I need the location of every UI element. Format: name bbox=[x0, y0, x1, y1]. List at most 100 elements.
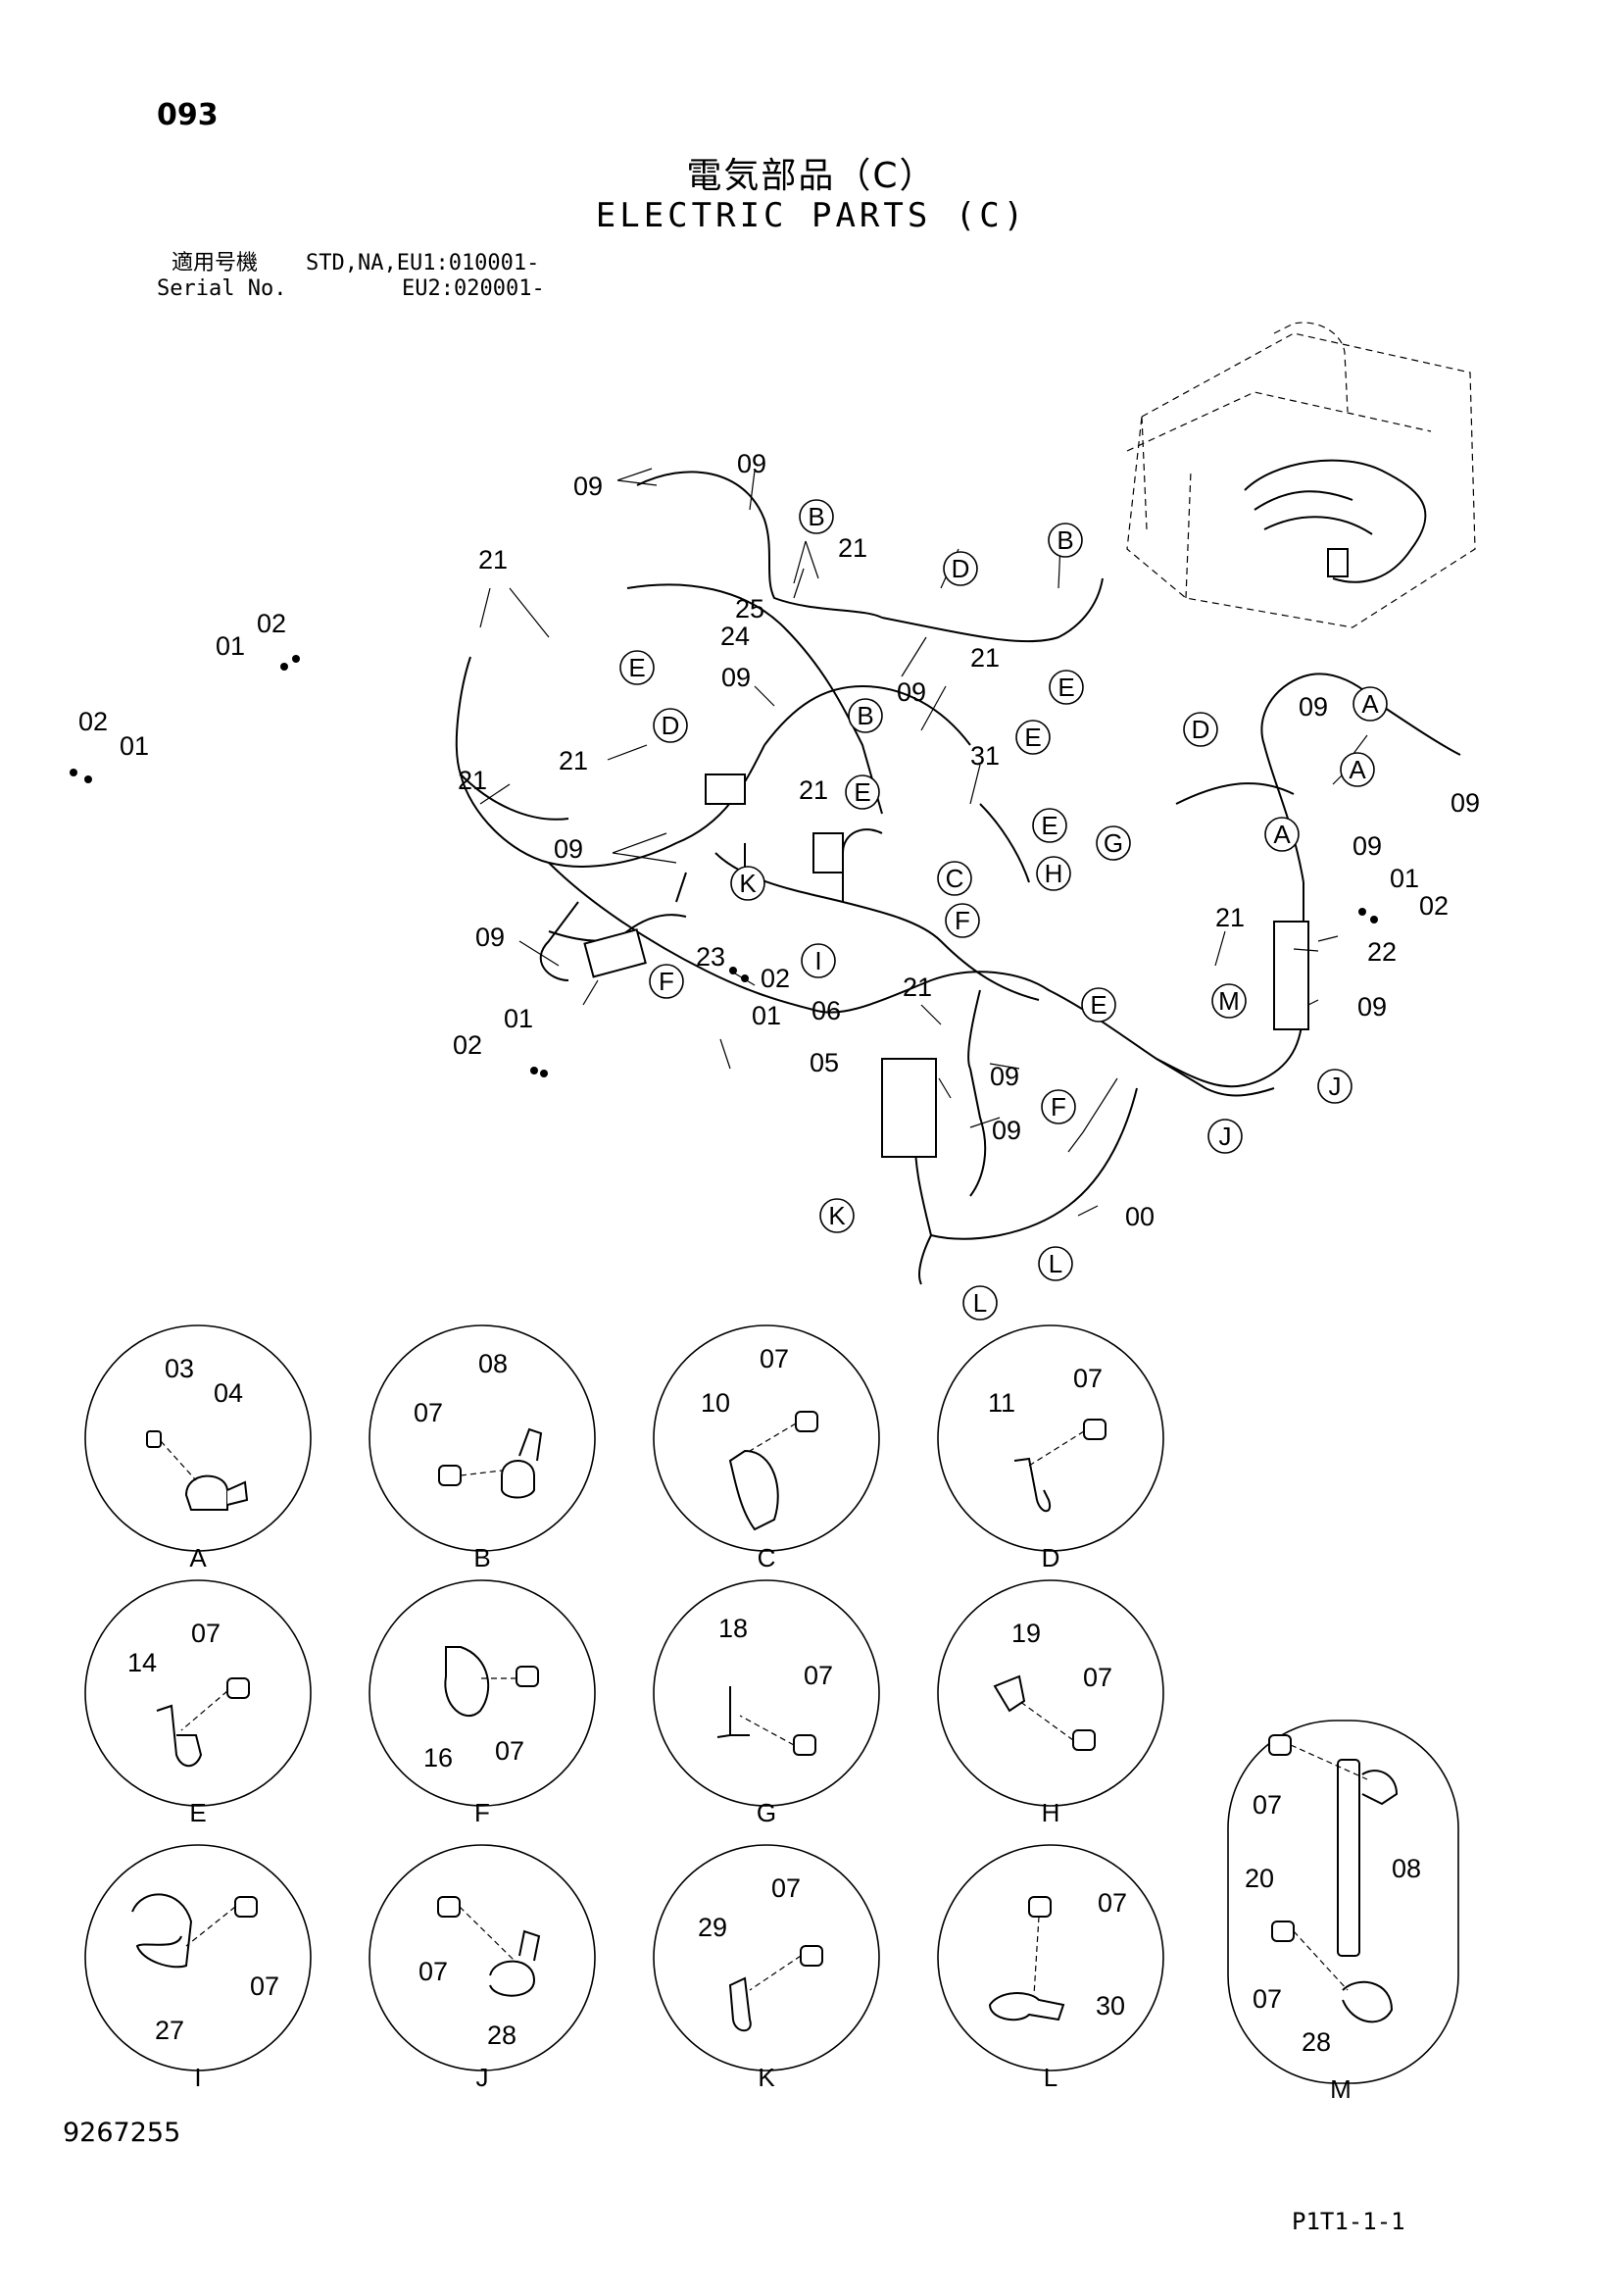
callout-p23: 01 bbox=[1390, 864, 1419, 893]
callout-p38: 00 bbox=[1125, 1202, 1155, 1231]
detail-circle-a bbox=[84, 1324, 312, 1552]
circle-letter-c10: A bbox=[1349, 755, 1366, 784]
callout-p2: 09 bbox=[737, 449, 766, 478]
detail-label-i: I bbox=[194, 2063, 201, 2092]
detail-label-a: A bbox=[189, 1543, 207, 1572]
circle-letter-texts: B B D E B E D E A A D E E A K C G H I F … bbox=[628, 502, 1379, 1318]
callout-p20: 09 bbox=[1451, 788, 1480, 818]
detail-frame-m bbox=[1227, 1720, 1459, 2084]
circle-c26 bbox=[1207, 1119, 1243, 1154]
detail-m-part-3: 20 bbox=[1245, 1864, 1274, 1893]
callout-p34: 09 bbox=[990, 1062, 1019, 1091]
circle-letter-c1: B bbox=[808, 502, 824, 531]
callout-p31: 21 bbox=[903, 973, 932, 1002]
detail-h-part-1: 19 bbox=[1011, 1619, 1041, 1648]
page-number: 093 bbox=[157, 98, 219, 132]
callout-p25: 21 bbox=[1215, 903, 1245, 932]
screw-marks bbox=[70, 655, 1378, 1077]
circle-letter-c21: F bbox=[659, 967, 674, 996]
detail-circle-g bbox=[653, 1579, 880, 1807]
circle-c8 bbox=[1015, 720, 1051, 755]
circle-letter-c14: A bbox=[1273, 820, 1291, 849]
circle-letter-c22: M bbox=[1218, 986, 1240, 1016]
circle-c2 bbox=[1048, 523, 1083, 558]
callout-p3: 21 bbox=[478, 545, 508, 574]
circle-c13 bbox=[1032, 808, 1067, 843]
circle-c3 bbox=[943, 551, 978, 586]
detail-m-part-4: 07 bbox=[1253, 1984, 1282, 2014]
circle-c22 bbox=[1211, 983, 1247, 1019]
machine-silhouette bbox=[1126, 322, 1476, 628]
callout-p14: 09 bbox=[721, 663, 751, 692]
circle-c5 bbox=[848, 698, 883, 733]
circle-letter-c3: D bbox=[952, 554, 970, 583]
callout-p28: 23 bbox=[696, 942, 725, 972]
circle-letter-c26: J bbox=[1219, 1122, 1232, 1151]
detail-label-j: J bbox=[476, 2063, 489, 2092]
circle-c7 bbox=[653, 708, 688, 743]
circle-c17 bbox=[1096, 825, 1131, 861]
detail-views bbox=[84, 1324, 1459, 2084]
callout-p18: 31 bbox=[970, 741, 1000, 771]
circle-letter-c6: E bbox=[1057, 673, 1074, 702]
circle-letter-c13: E bbox=[1041, 811, 1057, 840]
circle-c23 bbox=[1081, 987, 1116, 1023]
detail-g-part-1: 18 bbox=[718, 1614, 748, 1643]
detail-b-part-2: 07 bbox=[414, 1398, 443, 1427]
circle-letter-c18: H bbox=[1045, 859, 1063, 888]
detail-part-numbers: 03 04 08 07 07 10 07 11 07 14 16 07 18 0… bbox=[127, 1344, 1421, 2057]
page-code: P1T1-1-1 bbox=[1292, 2208, 1405, 2235]
document-number: 9267255 bbox=[63, 2118, 181, 2148]
detail-l-part-2: 30 bbox=[1096, 1991, 1125, 2021]
leader-lines bbox=[479, 468, 1368, 1217]
circle-letter-c27: K bbox=[828, 1201, 846, 1230]
callout-p19: 09 bbox=[1299, 692, 1328, 722]
callout-p13: 24 bbox=[720, 622, 750, 651]
circle-c29 bbox=[962, 1285, 998, 1321]
detail-label-l: L bbox=[1044, 2063, 1057, 2092]
detail-l-part-1: 07 bbox=[1098, 1888, 1127, 1918]
circle-c4 bbox=[619, 650, 655, 685]
detail-a-part-2: 04 bbox=[214, 1378, 243, 1408]
callout-p16: 21 bbox=[970, 643, 1000, 673]
detail-circle-f bbox=[369, 1579, 596, 1807]
title-japanese: 電気部品（C） bbox=[686, 156, 937, 196]
circle-letter-c17: G bbox=[1104, 828, 1123, 858]
callout-p9: 21 bbox=[559, 746, 588, 775]
callout-p17: 09 bbox=[897, 677, 926, 707]
callout-p26: 22 bbox=[1367, 937, 1397, 967]
circle-letter-c15: K bbox=[739, 869, 757, 898]
callout-p4: 02 bbox=[257, 609, 286, 638]
callout-p15: 21 bbox=[799, 775, 828, 805]
callout-p6: 02 bbox=[78, 707, 108, 736]
circle-c27 bbox=[819, 1198, 855, 1233]
detail-circle-i bbox=[84, 1844, 312, 2071]
circle-c18 bbox=[1036, 856, 1071, 891]
circle-letter-c28: L bbox=[1049, 1249, 1062, 1278]
serial-label-jp: 適用号機 bbox=[172, 251, 259, 275]
callout-p32: 06 bbox=[812, 996, 841, 1025]
circle-letter-c29: L bbox=[973, 1288, 987, 1318]
circle-letter-c12: E bbox=[854, 777, 870, 807]
detail-label-e: E bbox=[189, 1798, 206, 1827]
circle-c10 bbox=[1340, 752, 1375, 787]
circle-c16 bbox=[937, 861, 972, 896]
circle-c11 bbox=[1183, 712, 1218, 747]
detail-circle-c bbox=[653, 1324, 880, 1552]
detail-label-d: D bbox=[1042, 1543, 1060, 1572]
detail-f-part-2: 07 bbox=[495, 1736, 524, 1766]
connectors bbox=[583, 774, 1309, 1158]
wire-harness bbox=[455, 471, 1461, 1285]
callout-p1: 09 bbox=[573, 472, 603, 501]
serial-label-en: Serial No. bbox=[157, 276, 287, 301]
part-number-callouts: 09 09 21 02 01 02 01 21 21 09 21 25 24 0… bbox=[78, 449, 1480, 1231]
detail-c-part-1: 07 bbox=[760, 1344, 789, 1373]
detail-d-part-2: 11 bbox=[988, 1388, 1015, 1418]
callout-p22: 09 bbox=[475, 923, 505, 952]
circle-c15 bbox=[730, 866, 765, 901]
detail-circle-h bbox=[937, 1579, 1164, 1807]
callout-p36: 01 bbox=[504, 1004, 533, 1033]
detail-circle-k bbox=[653, 1844, 880, 2071]
callout-p12: 25 bbox=[735, 594, 764, 624]
